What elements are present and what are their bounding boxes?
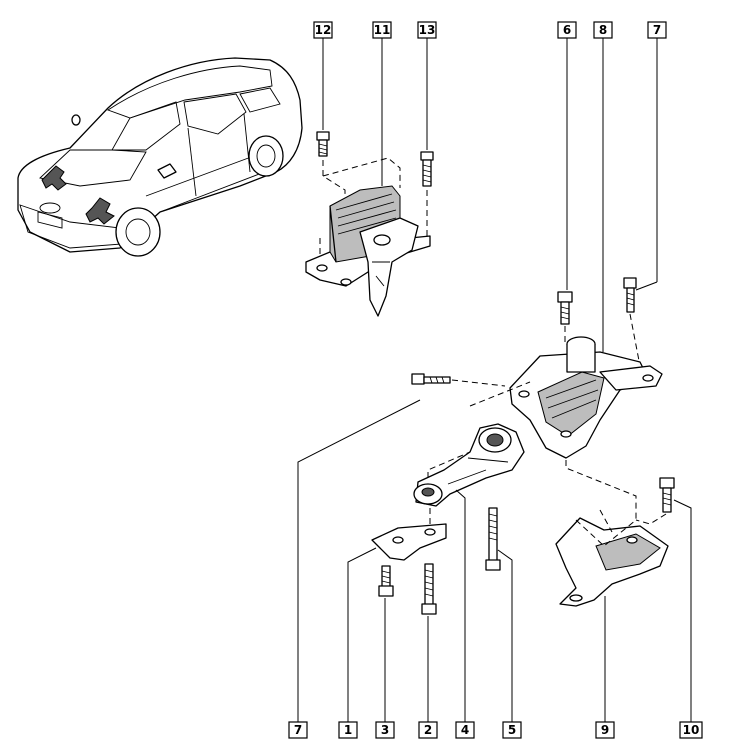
callout-4-label: 4 <box>461 723 469 737</box>
callout-10: 10 <box>679 721 703 739</box>
callout-13: 13 <box>417 21 437 39</box>
bolt-7-lower <box>411 373 451 385</box>
callout-6-label: 6 <box>563 23 571 37</box>
callout-4: 4 <box>455 721 475 739</box>
callout-9-label: 9 <box>601 723 609 737</box>
callout-5-label: 5 <box>508 723 516 737</box>
callout-7-bottom: 7 <box>288 721 308 739</box>
bolt-6 <box>557 291 573 325</box>
callout-9: 9 <box>595 721 615 739</box>
callout-1-label: 1 <box>344 723 352 737</box>
callout-3-label: 3 <box>381 723 389 737</box>
callout-7-top-label: 7 <box>653 23 661 37</box>
callout-11: 11 <box>372 21 392 39</box>
callout-8: 8 <box>593 21 613 39</box>
callout-13-label: 13 <box>419 23 436 37</box>
bolt-2 <box>421 563 437 615</box>
mount-8-assembly <box>411 277 663 520</box>
callout-10-label: 10 <box>683 723 700 737</box>
callout-7-top: 7 <box>647 21 667 39</box>
bolt-12 <box>316 131 330 157</box>
bolt-13 <box>420 151 434 187</box>
callout-5: 5 <box>502 721 522 739</box>
bolt-5 <box>485 507 501 571</box>
callout-2: 2 <box>418 721 438 739</box>
mount-11-assembly <box>305 131 434 317</box>
car-illustration <box>17 57 303 257</box>
callout-1: 1 <box>338 721 358 739</box>
leader-lines <box>297 38 692 722</box>
callout-2-label: 2 <box>424 723 432 737</box>
callout-8-label: 8 <box>599 23 607 37</box>
bracket-9-assembly <box>555 477 675 607</box>
bolt-3 <box>378 565 394 597</box>
callout-12: 12 <box>313 21 333 39</box>
callout-6: 6 <box>557 21 577 39</box>
bolt-10 <box>659 477 675 513</box>
callout-12-label: 12 <box>315 23 332 37</box>
callout-11-label: 11 <box>374 23 391 37</box>
callout-3: 3 <box>375 721 395 739</box>
bracket-1-assembly <box>371 507 501 615</box>
callout-7-bottom-label: 7 <box>294 723 302 737</box>
torque-rod-4 <box>413 423 525 507</box>
bolt-7-upper <box>623 277 637 313</box>
